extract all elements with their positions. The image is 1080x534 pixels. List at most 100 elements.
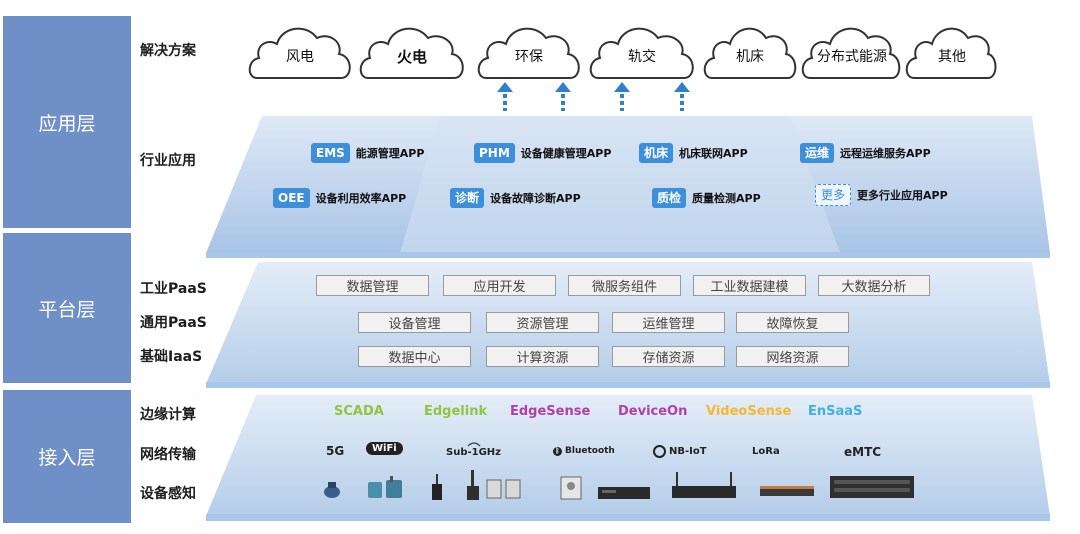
network-sub1ghz: Sub-1GHz xyxy=(446,441,501,458)
cloud-label: 风电 xyxy=(286,49,314,65)
app-tag: 更多 xyxy=(815,184,852,206)
cloud-icon xyxy=(905,27,997,79)
app-tag: OEE xyxy=(273,188,310,208)
edge-product-videosense: VideoSense xyxy=(706,404,792,419)
layer-label-access: 接入层 xyxy=(3,390,131,523)
row-label-sensing: 设备感知 xyxy=(140,486,196,502)
signal-icon xyxy=(467,442,480,447)
network-label: Sub-1GHz xyxy=(446,447,501,458)
app-tag: 机床 xyxy=(639,143,674,163)
paas-box[interactable]: 资源管理 xyxy=(486,312,599,333)
sensor-device-icon xyxy=(324,482,340,498)
cloud-environment: 环保 xyxy=(474,18,584,80)
row-label-industry-apps: 行业应用 xyxy=(140,153,196,169)
paas-box[interactable]: 大数据分析 xyxy=(818,275,930,296)
gateway-device-icon xyxy=(432,474,442,500)
cloud-distributed-energy: 分布式能源 xyxy=(800,18,904,80)
controller-device-icon xyxy=(486,479,521,499)
paas-box[interactable]: 故障恢复 xyxy=(736,312,849,333)
app-quality-inspection[interactable]: 质检 质量检测APP xyxy=(652,188,761,208)
app-name: 质量检测APP xyxy=(692,192,761,205)
cloud-icon xyxy=(248,27,351,79)
app-name: 更多行业应用APP xyxy=(857,189,948,202)
app-name: 能源管理APP xyxy=(355,147,425,160)
iaas-box[interactable]: 存储资源 xyxy=(612,346,725,367)
app-name: 机床联网APP xyxy=(679,147,748,160)
paas-box[interactable]: 设备管理 xyxy=(358,312,471,333)
cloud-icon xyxy=(359,27,464,79)
network-emtc: eMTC xyxy=(844,445,881,459)
app-oee[interactable]: OEE 设备利用效率APP xyxy=(273,188,406,208)
up-arrow-icon xyxy=(674,82,690,111)
layer-label-application: 应用层 xyxy=(3,16,131,228)
app-tag: 运维 xyxy=(800,143,835,163)
app-name: 设备故障诊断APP xyxy=(490,192,581,205)
cloud-label: 其他 xyxy=(938,49,966,65)
app-machine-networking[interactable]: 机床 机床联网APP xyxy=(639,143,748,163)
iaas-box[interactable]: 数据中心 xyxy=(358,346,471,367)
globe-icon xyxy=(653,445,666,458)
app-tag: 质检 xyxy=(652,188,687,208)
cloud-rail-transit: 轨交 xyxy=(586,18,698,80)
paas-box[interactable]: 工业数据建模 xyxy=(693,275,806,296)
app-name: 设备利用效率APP xyxy=(315,192,407,205)
box-computer-icon xyxy=(598,487,650,499)
cloud-icon xyxy=(589,27,694,79)
app-remote-maintenance[interactable]: 运维 远程运维服务APP xyxy=(800,143,931,163)
network-label: eMTC xyxy=(844,445,882,459)
edge-product-ensaas: EnSaaS xyxy=(808,404,863,419)
up-arrow-icon xyxy=(614,82,630,111)
iaas-box[interactable]: 网络资源 xyxy=(736,346,849,367)
cloud-label: 环保 xyxy=(515,49,543,65)
row-label-industrial-paas: 工业PaaS xyxy=(140,281,207,297)
edge-product-scada: SCADA xyxy=(334,404,384,419)
network-5g: 5G xyxy=(326,444,344,458)
paas-box[interactable]: 数据管理 xyxy=(316,275,429,296)
cloud-icon xyxy=(703,27,797,79)
app-name: 设备健康管理APP xyxy=(520,147,612,160)
app-tag: 诊断 xyxy=(450,188,485,208)
app-fault-diagnosis[interactable]: 诊断 设备故障诊断APP xyxy=(450,188,581,208)
network-label: Bluetooth xyxy=(565,446,615,456)
cloud-label: 分布式能源 xyxy=(817,49,887,65)
iaas-box[interactable]: 计算资源 xyxy=(486,346,599,367)
row-label-solutions: 解决方案 xyxy=(140,43,196,59)
cloud-icon xyxy=(801,27,901,79)
network-label: LoRa xyxy=(752,446,780,457)
network-wifi: WiFi xyxy=(366,442,403,455)
cloud-label: 机床 xyxy=(736,49,764,65)
network-label: NB-IoT xyxy=(669,446,707,457)
io-module-icon xyxy=(368,476,402,498)
network-lora: LoRa xyxy=(752,446,780,457)
cloud-icon xyxy=(477,27,580,79)
paas-box[interactable]: 应用开发 xyxy=(443,275,556,296)
paas-box[interactable]: 微服务组件 xyxy=(568,275,681,296)
cloud-label: 火电 xyxy=(396,47,427,66)
app-tag: EMS xyxy=(311,143,350,163)
cloud-others: 其他 xyxy=(904,18,1000,80)
app-health-management[interactable]: PHM 设备健康管理APP xyxy=(474,143,611,163)
layer-label-platform: 平台层 xyxy=(3,233,131,383)
cloud-machine-tool: 机床 xyxy=(700,18,800,80)
server-device-icon xyxy=(830,476,914,498)
app-name: 远程运维服务APP xyxy=(840,147,931,160)
row-label-edge-computing: 边缘计算 xyxy=(140,407,196,423)
cloud-wind-power: 风电 xyxy=(245,18,355,80)
app-tag: PHM xyxy=(474,143,515,163)
wifi-icon: WiFi xyxy=(366,442,403,455)
rack-device-icon xyxy=(760,486,814,496)
bluetooth-icon: ᛒ xyxy=(553,446,562,456)
row-label-base-iaas: 基础IaaS xyxy=(140,349,203,365)
row-label-network: 网络传输 xyxy=(140,447,196,463)
network-label: 5G xyxy=(326,444,345,458)
router-device-icon xyxy=(672,472,736,498)
network-label: WiFi xyxy=(372,443,397,454)
app-energy-management[interactable]: EMS 能源管理APP xyxy=(311,143,424,163)
network-nbiot: NB-IoT xyxy=(653,445,707,458)
app-more[interactable]: 更多 更多行业应用APP xyxy=(815,184,948,206)
up-arrow-icon xyxy=(555,82,571,111)
edge-product-edgelink: Edgelink xyxy=(424,404,488,419)
paas-box[interactable]: 运维管理 xyxy=(612,312,725,333)
edge-product-deviceon: DeviceOn xyxy=(618,404,688,419)
cloud-thermal-power: 火电 xyxy=(356,18,468,80)
